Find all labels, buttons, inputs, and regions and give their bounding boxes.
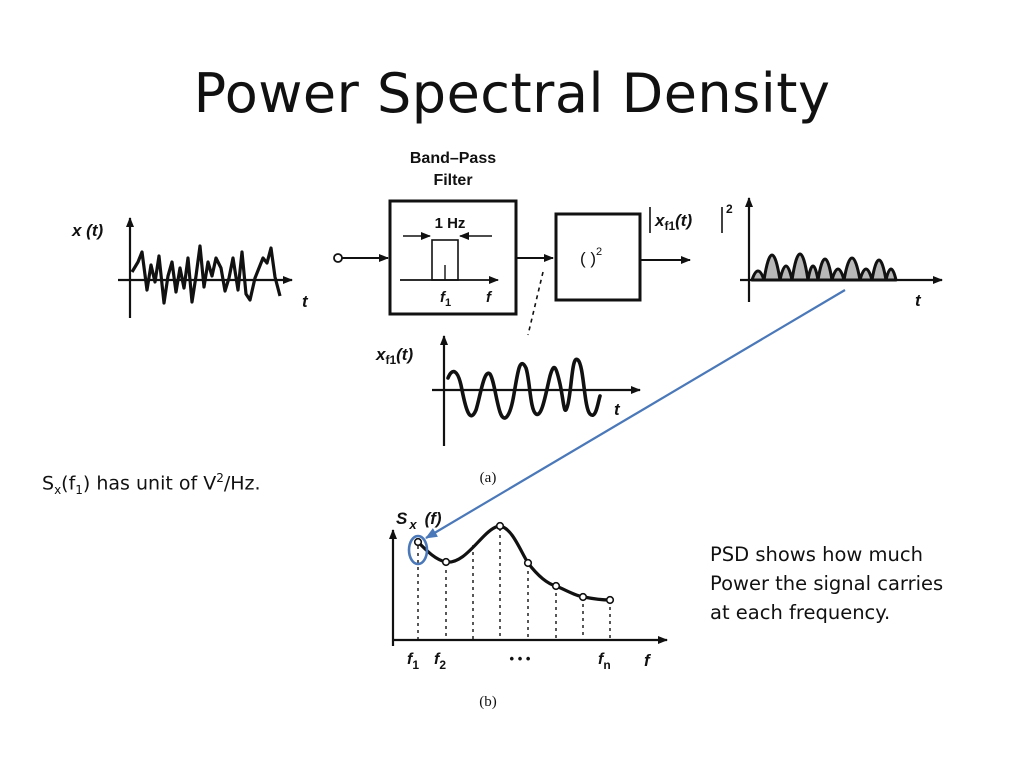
- filter-title: Filter: [433, 172, 472, 189]
- input-noise-waveform: [130, 244, 282, 305]
- psd-x-axis-label: f: [644, 651, 652, 670]
- filter-axis-label: f: [486, 289, 493, 306]
- squarer-symbol: ( )2: [580, 246, 602, 268]
- psd-tick-ellipsis: • • •: [510, 651, 531, 666]
- squarer-box: [554, 212, 642, 302]
- connector-arrow: [425, 289, 846, 539]
- psd-description-line: Power the signal carries: [710, 572, 944, 595]
- output-label: xf1(t) 2: [649, 202, 733, 233]
- output-exp: 2: [726, 202, 733, 216]
- unit-note-sub-1: 1: [75, 483, 83, 498]
- unit-note-sub-x: x: [54, 483, 62, 498]
- psd-tick-fn: fn: [598, 651, 611, 672]
- filtered-signal-label: xf1(t): [375, 345, 413, 367]
- unit-note-f: (f: [61, 472, 76, 495]
- filter-title: Band–Pass: [410, 150, 496, 167]
- input-time-axis-label: t: [302, 292, 309, 311]
- input-signal-plot: x (t) t: [71, 217, 309, 318]
- highlight-circle: [407, 534, 429, 566]
- filter-block: [388, 199, 518, 316]
- filtered-sine-waveform: [446, 357, 602, 420]
- psd-tick-f1: f1: [407, 651, 419, 672]
- caption-a: (a): [480, 470, 497, 486]
- squarer-block: ( )2: [554, 212, 642, 302]
- psd-sample-points: [413, 521, 615, 605]
- input-port: [333, 253, 343, 263]
- unit-note-tail: /Hz.: [223, 472, 261, 495]
- probe-dashed-line: [527, 271, 544, 336]
- unit-note: Sx(f1) has unit of V2/Hz.: [42, 471, 261, 497]
- page-title: Power Spectral Density: [193, 62, 831, 125]
- band-pass-filter: Band–Pass Filter 1 Hz f1 f: [388, 150, 518, 316]
- filtered-signal-plot: xf1(t) t: [375, 335, 641, 446]
- input-signal-label: x (t): [71, 221, 104, 240]
- squared-output-plot: t: [740, 197, 943, 310]
- psd-description: PSD shows how much Power the signal carr…: [710, 540, 1010, 627]
- unit-note-rest: ) has unit of V: [82, 472, 217, 495]
- filter-center-label: f1: [440, 289, 451, 309]
- unit-note-s: S: [42, 472, 55, 495]
- filtered-time-axis-label: t: [614, 400, 621, 419]
- squared-output-waveform: [750, 252, 898, 282]
- output-label-text: xf1(t): [654, 211, 692, 233]
- psd-description-line: PSD shows how much: [710, 543, 923, 566]
- bandwidth-label: 1 Hz: [435, 215, 466, 232]
- psd-tick-f2: f2: [434, 651, 446, 672]
- caption-b: (b): [479, 694, 497, 710]
- psd-description-line: at each frequency.: [710, 601, 891, 624]
- output-time-axis-label: t: [915, 291, 922, 310]
- psd-dashed-lines: [417, 528, 611, 640]
- unit-note-sup-2: 2: [216, 471, 224, 485]
